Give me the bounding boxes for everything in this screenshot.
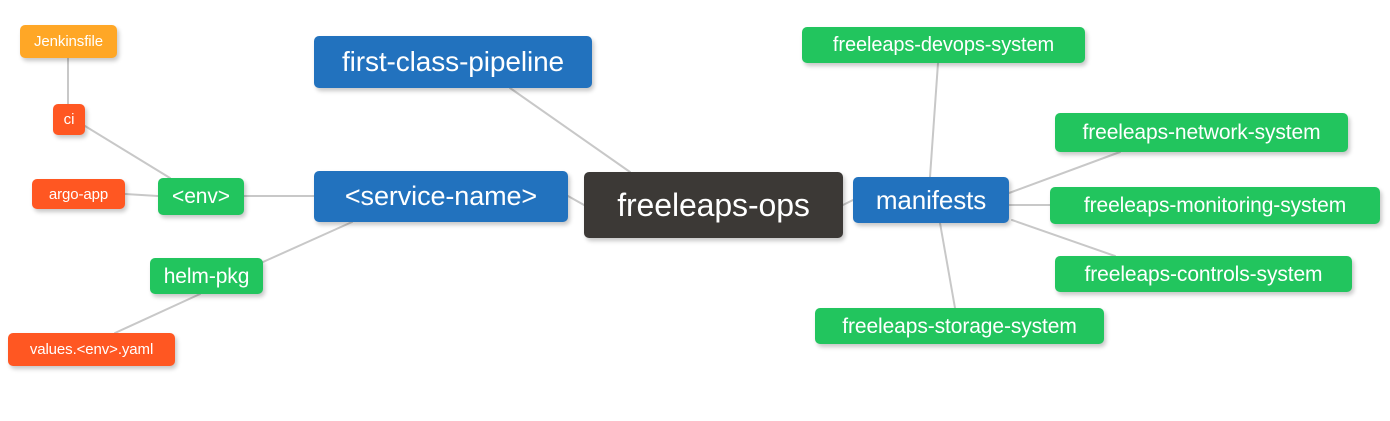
node-freeleaps-controls-system[interactable]: freeleaps-controls-system [1055,256,1352,292]
node-jenkinsfile[interactable]: Jenkinsfile [20,25,117,58]
node-label-manifests: manifests [875,185,987,215]
node-helm-pkg[interactable]: helm-pkg [150,258,263,294]
node-freeleaps-storage-system[interactable]: freeleaps-storage-system [815,308,1104,344]
node-argo-app[interactable]: argo-app [32,179,125,209]
node-label-freeleaps-ops: freeleaps-ops [617,187,810,223]
node-freeleaps-ops[interactable]: freeleaps-ops [584,172,843,238]
node-label-freeleaps-monitoring-system: freeleaps-monitoring-system [1083,194,1347,217]
edge-env-to-argo-app [124,193,159,197]
edge-freeleaps-ops-to-first-class-pipeline [509,87,631,173]
node-label-ci: ci [63,111,75,128]
node-service-name[interactable]: <service-name> [314,171,568,222]
node-label-freeleaps-devops-system: freeleaps-devops-system [832,34,1055,56]
node-label-service-name: <service-name> [344,181,538,211]
edge-manifests-to-freeleaps-controls-system [1011,219,1116,257]
node-env[interactable]: <env> [158,178,244,215]
edge-service-name-to-helm-pkg [262,221,353,263]
node-values-env-yaml[interactable]: values.<env>.yaml [8,333,175,366]
node-label-freeleaps-network-system: freeleaps-network-system [1082,121,1321,144]
node-freeleaps-network-system[interactable]: freeleaps-network-system [1055,113,1348,152]
node-label-values-env-yaml: values.<env>.yaml [29,341,154,358]
edge-freeleaps-ops-to-service-name [567,195,585,206]
edge-freeleaps-ops-to-manifests [842,199,854,206]
node-ci[interactable]: ci [53,104,85,135]
node-label-freeleaps-controls-system: freeleaps-controls-system [1084,262,1323,286]
node-freeleaps-monitoring-system[interactable]: freeleaps-monitoring-system [1050,187,1380,224]
node-label-helm-pkg: helm-pkg [163,264,250,288]
edge-helm-pkg-to-values-env-yaml [114,293,201,334]
node-label-first-class-pipeline: first-class-pipeline [341,46,565,77]
node-label-jenkinsfile: Jenkinsfile [34,33,103,50]
node-label-freeleaps-storage-system: freeleaps-storage-system [842,314,1077,338]
node-first-class-pipeline[interactable]: first-class-pipeline [314,36,592,88]
edge-manifests-to-freeleaps-storage-system [939,222,956,309]
node-label-env: <env> [172,185,230,208]
node-manifests[interactable]: manifests [853,177,1009,223]
edge-env-to-ci [84,125,171,179]
node-label-argo-app: argo-app [48,185,109,203]
node-freeleaps-devops-system[interactable]: freeleaps-devops-system [802,27,1085,63]
edge-manifests-to-freeleaps-devops-system [929,62,939,178]
